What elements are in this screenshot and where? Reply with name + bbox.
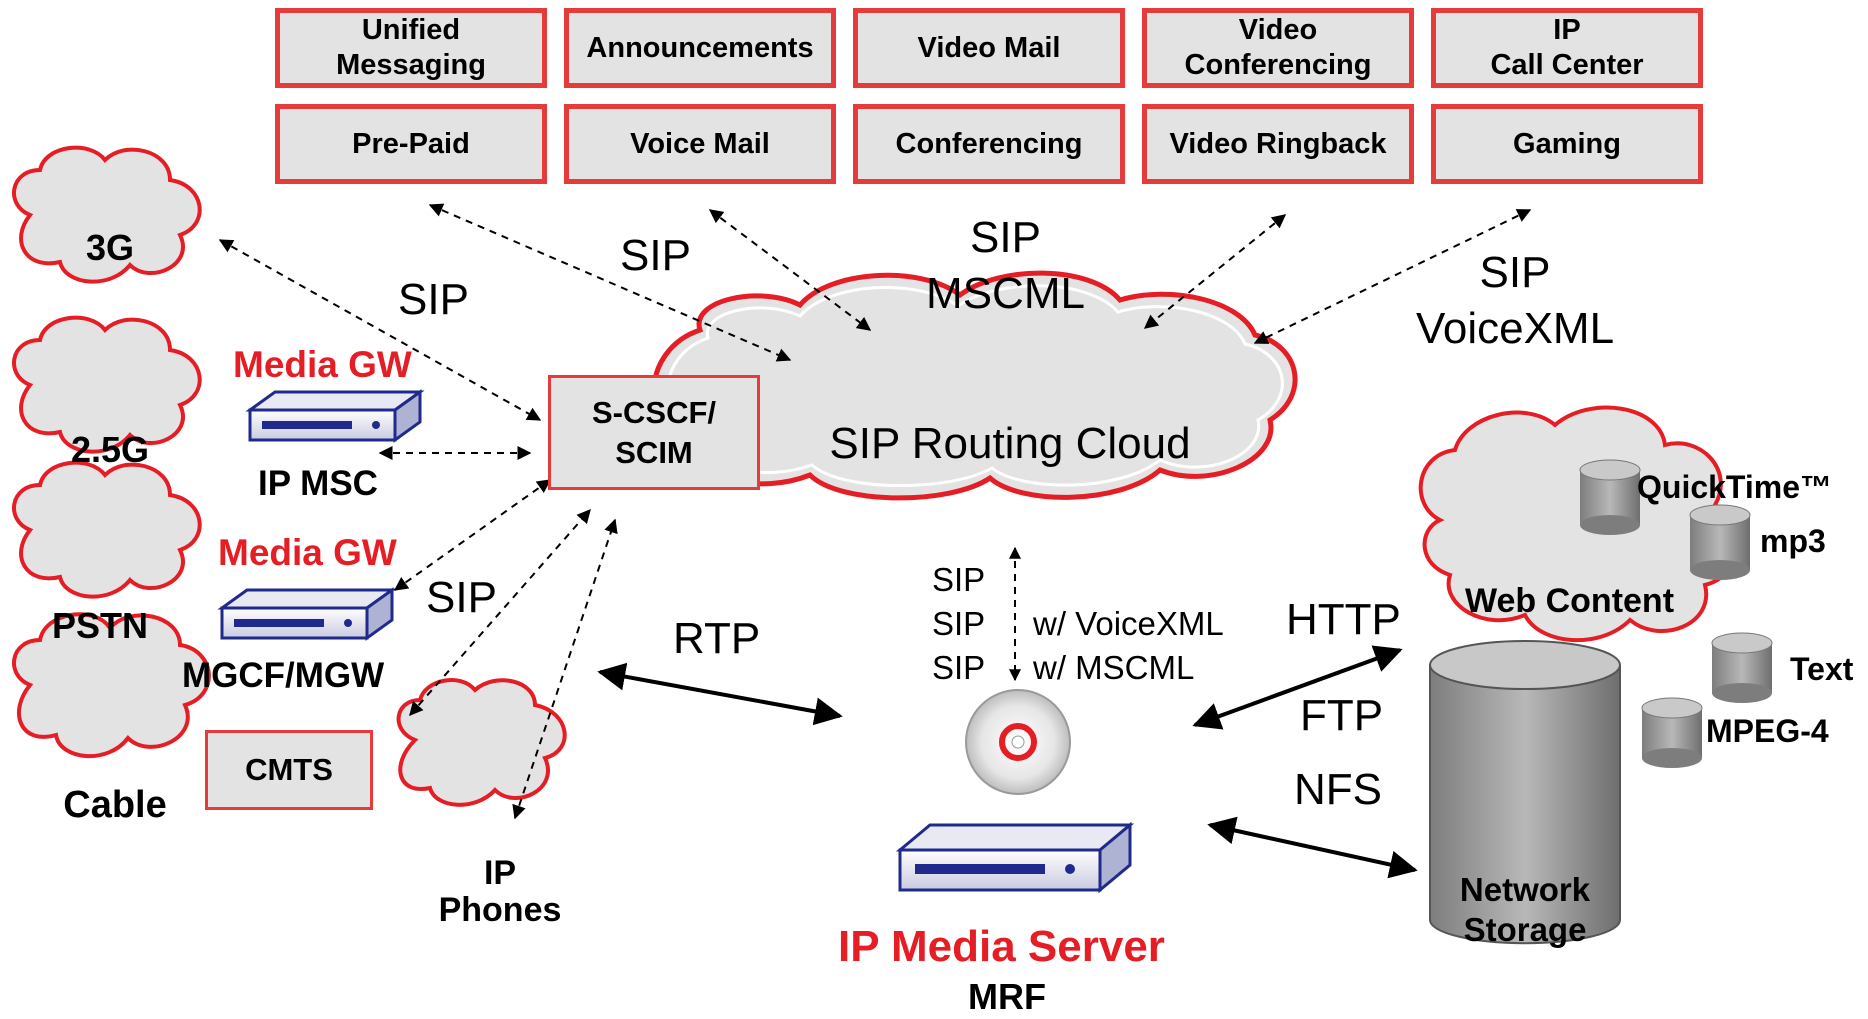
proto-sip-voicexml: SIP VoiceXML <box>1415 248 1615 353</box>
service-announcements: Announcements <box>564 8 836 88</box>
proto-sip-mscml: SIP MSCML <box>926 213 1085 318</box>
proto-vertical-voicexml: w/ VoiceXML <box>1033 605 1224 642</box>
device-media-gw-2 <box>217 587 397 641</box>
device-ip-media-server <box>895 821 1135 894</box>
cloud-pstn <box>12 460 202 599</box>
service-unified-messaging: Unified Messaging <box>275 8 547 88</box>
proto-vertical-sip-2: SIP <box>932 605 986 642</box>
media-gw-label-2: Media GW <box>218 532 397 573</box>
cloud-3g <box>12 145 202 284</box>
proto-sip-top-left: SIP <box>620 231 691 280</box>
proto-sip-mid: SIP <box>426 573 497 622</box>
network-3g-label: 3G <box>85 227 135 268</box>
proto-vertical-sip-3: SIP <box>932 649 986 686</box>
service-video-conferencing: Video Conferencing <box>1142 8 1414 88</box>
content-mp3: mp3 <box>1760 523 1826 559</box>
proto-rtp: RTP <box>673 614 761 663</box>
service-pre-paid: Pre-Paid <box>275 104 547 184</box>
proto-http: HTTP <box>1286 595 1401 644</box>
proto-vertical-sip-1: SIP <box>932 561 986 598</box>
service-video-mail: Video Mail <box>853 8 1125 88</box>
media-disc <box>965 689 1071 795</box>
content-cylinders <box>1579 459 1773 768</box>
web-content-title: Web Content <box>1465 582 1675 620</box>
ip-msc-label: IP MSC <box>258 464 378 503</box>
mgcf-mgw-label: MGCF/MGW <box>182 656 385 695</box>
network-cable-label: Cable <box>63 784 167 826</box>
cloud-cable <box>12 612 211 759</box>
device-media-gw-1 <box>245 389 425 443</box>
scscf-scim-box: S-CSCF/ SCIM <box>548 375 760 490</box>
proto-ftp: FTP <box>1300 691 1384 740</box>
network-storage-label: Network Storage <box>1459 871 1591 948</box>
proto-vertical-mscml: w/ MSCML <box>1033 649 1195 686</box>
cmts-box: CMTS <box>205 730 373 810</box>
service-ip-call-center: IP Call Center <box>1431 8 1703 88</box>
service-video-ringback: Video Ringback <box>1142 104 1414 184</box>
service-conferencing: Conferencing <box>853 104 1125 184</box>
proto-sip-left: SIP <box>398 275 469 324</box>
media-gw-label-1: Media GW <box>233 344 412 385</box>
content-quicktime: QuickTime™ <box>1637 469 1833 505</box>
network-25g-label: 2.5G <box>70 429 150 470</box>
network-ip-phones-label: IP Phones <box>438 854 562 930</box>
network-clouds <box>12 145 1741 807</box>
service-gaming: Gaming <box>1431 104 1703 184</box>
solid-media-arrows <box>597 645 1418 879</box>
sip-routing-cloud-label: SIP Routing Cloud <box>829 419 1191 468</box>
media-server-title: IP Media Server <box>838 922 1165 971</box>
service-voice-mail: Voice Mail <box>564 104 836 184</box>
network-pstn-label: PSTN <box>51 605 148 646</box>
content-text: Text <box>1790 651 1854 687</box>
network-storage-cylinder <box>1429 640 1621 945</box>
cloud-25g <box>12 315 202 454</box>
media-server-subtitle: MRF <box>968 976 1046 1017</box>
dashed-signaling-arrows <box>218 203 1532 820</box>
content-mpeg4: MPEG-4 <box>1706 713 1829 749</box>
proto-nfs: NFS <box>1294 765 1382 814</box>
